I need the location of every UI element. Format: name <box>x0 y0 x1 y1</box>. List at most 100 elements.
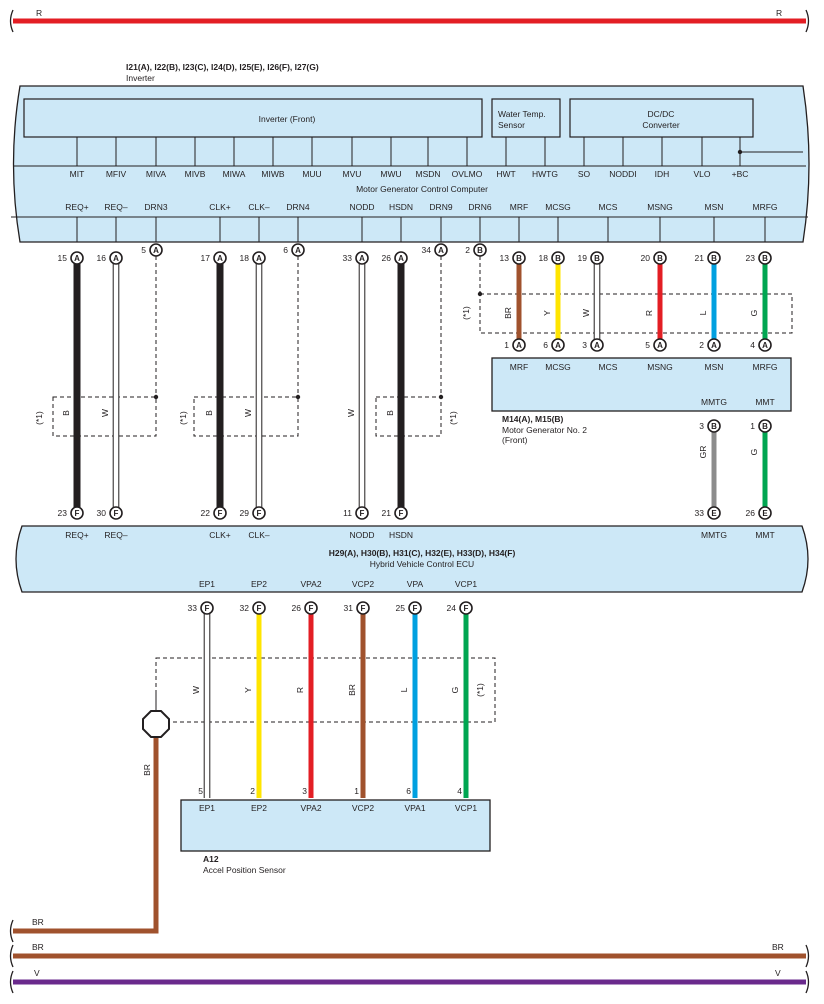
pin-clk-minus-top-letter: A <box>256 254 262 263</box>
hv-pin-ep1: EP1 <box>199 579 215 589</box>
hv-pin-nodd: NODD <box>349 530 374 540</box>
inverter-pin-drn3: DRN3 <box>144 202 167 212</box>
wire-clk-plus: B <box>204 258 224 513</box>
pin-ep2-top-number: 32 <box>240 603 250 613</box>
pin-vcp1-bottom-number: 4 <box>457 786 462 796</box>
wire-color-mrf: BR <box>503 307 513 319</box>
rail-r: R R <box>9 8 810 33</box>
pin-hsdn-top: A26 <box>382 251 408 265</box>
mg2-pin-mrf: MRF <box>510 362 528 372</box>
rail-r-left-label: R <box>36 8 42 18</box>
wire-color-mcsg: Y <box>542 310 552 316</box>
pin-drn4-letter: A <box>295 246 301 255</box>
pin-drn9-number: 34 <box>422 245 432 255</box>
sensor-pin-vcp1: VCP1 <box>455 803 477 813</box>
pin-mcsg-top: B18 <box>539 251 565 265</box>
wire-color-req-plus: B <box>61 410 71 416</box>
pin-mrf-top-number: 13 <box>500 253 510 263</box>
hv-pin-mmtg: MMTG <box>701 530 727 540</box>
dcdc-label-1: DC/DC <box>648 109 675 119</box>
pin-ep1-top-letter: F <box>205 604 210 613</box>
drain-junction-dots <box>153 291 483 400</box>
rail-br-ground-label: BR <box>32 917 44 927</box>
shield-note-hsdn: (*1) <box>448 411 458 425</box>
wire-mmtg: GR <box>698 426 717 513</box>
inverter-pin-noddi: NODDI <box>609 169 636 179</box>
dcdc-label-2: Converter <box>642 120 679 130</box>
mg2-pin-msn: MSN <box>705 362 724 372</box>
pin-mcsg-top-letter: B <box>555 254 561 263</box>
hv-pin-vpa: VPA <box>407 579 424 589</box>
pin-vpa-top-number: 25 <box>396 603 406 613</box>
inverter-pin-miwb: MIWB <box>261 169 284 179</box>
pin-vpa2-top-letter: F <box>309 604 314 613</box>
sensor-pin-vpa2: VPA2 <box>300 803 321 813</box>
wire-vpa: L <box>399 608 418 798</box>
inverter-pin-hwtg: HWTG <box>532 169 558 179</box>
wire-req-plus: B <box>61 258 81 513</box>
wire-ep1: W <box>191 608 211 798</box>
pin-req-minus-top-letter: A <box>113 254 119 263</box>
mg2-connector-title: M14(A), M15(B) <box>502 414 564 424</box>
wire-msn: L <box>698 258 717 345</box>
pin-req-plus-bottom-number: 23 <box>58 508 68 518</box>
pin-req-plus-top: A15 <box>58 251 84 265</box>
inverter-pin-reqminus: REQ– <box>104 202 127 212</box>
pin-mrf-bottom-letter: A <box>516 341 522 350</box>
inverter-pin-mfiv: MFIV <box>106 169 127 179</box>
wire-color-mcs: W <box>581 309 591 317</box>
pin-ep1-bottom-number: 5 <box>198 786 203 796</box>
hv-pin-reqminus: REQ– <box>104 530 127 540</box>
pin-vcp2-top: F31 <box>344 601 370 615</box>
mgcc-label: Motor Generator Control Computer <box>356 184 488 194</box>
sensor-name: Accel Position Sensor <box>203 865 286 875</box>
pin-hsdn-bottom-letter: F <box>399 509 404 518</box>
mg2-pin-mcsg: MCSG <box>545 362 571 372</box>
pin-drn6-letter: B <box>477 246 483 255</box>
wire-vcp2: BR <box>347 608 366 798</box>
wire-mcs: W <box>581 258 601 345</box>
pin-mrfg-top: B23 <box>746 251 772 265</box>
hv-pin-vcp2: VCP2 <box>352 579 374 589</box>
pin-drn9: A34 <box>422 243 448 257</box>
drain-wires <box>155 256 481 397</box>
inverter-pin-mvu: MVU <box>343 169 362 179</box>
hv-pin-mmt: MMT <box>755 530 774 540</box>
inverter-pin-msdn: MSDN <box>415 169 440 179</box>
inverter-pin-mit: MIT <box>70 169 85 179</box>
pin-drn6-number: 2 <box>465 245 470 255</box>
pin-msn-top-number: 21 <box>695 253 705 263</box>
pin-mrfg-bottom-number: 4 <box>750 340 755 350</box>
pin-req-minus-bottom: F30 <box>97 506 123 520</box>
pin-ep2-top-letter: F <box>257 604 262 613</box>
pin-mcs-bottom-letter: A <box>594 341 600 350</box>
pin-vpa2-top-number: 26 <box>292 603 302 613</box>
wire-ep2: Y <box>243 608 262 798</box>
wire-color-mmt: G <box>749 449 759 456</box>
rail-br-right-label: BR <box>772 942 784 952</box>
wire-color-ep2: Y <box>243 687 253 693</box>
pin-nodd-top-letter: A <box>359 254 365 263</box>
pin-ep2-top: F 32 <box>240 601 266 615</box>
pin-clk-plus-top-letter: A <box>217 254 223 263</box>
inverter-pin-mivb: MIVB <box>185 169 206 179</box>
inverter-pin-vlo: VLO <box>693 169 710 179</box>
hv-pin-reqplus: REQ+ <box>65 530 88 540</box>
pin-vcp1-top: F24 <box>447 601 473 615</box>
pin-req-minus-bottom-number: 30 <box>97 508 107 518</box>
wire-mrf: BR <box>503 258 522 345</box>
mg2-pin-msng: MSNG <box>647 362 673 372</box>
pin-nodd-bottom-letter: F <box>360 509 365 518</box>
pin-msn-top-letter: B <box>711 254 717 263</box>
wire-color-vpa: L <box>399 687 409 692</box>
sensor-pin-vcp2: VCP2 <box>352 803 374 813</box>
shield-box-mg2 <box>479 293 793 334</box>
pin-hsdn-bottom: F21 <box>382 506 408 520</box>
inverter-pin-idh: IDH <box>655 169 670 179</box>
rail-r-right-label: R <box>776 8 782 18</box>
rail-v-right-label: V <box>775 968 781 978</box>
pin-mcs-top-number: 19 <box>578 253 588 263</box>
pin-msn-bottom-letter: A <box>711 341 717 350</box>
pin-mmtg-bottom-number: 33 <box>695 508 705 518</box>
